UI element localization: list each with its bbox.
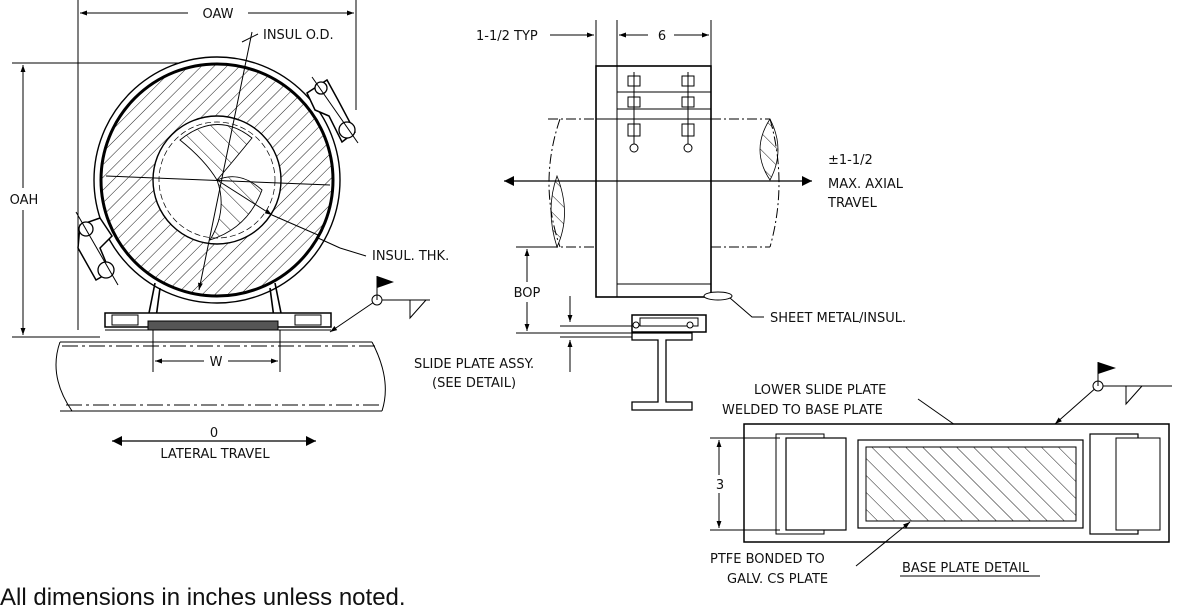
footer-note: All dimensions in inches unless noted. [0,584,406,609]
sheet-metal-label: SHEET METAL/INSUL. [770,311,906,326]
end-view: OAW OAH [6,0,449,462]
clamp-ear-right [306,76,359,144]
ptfe-label-2: GALV. CS PLATE [727,572,828,587]
bop-label: BOP [514,286,541,301]
insul-od-label: INSUL O.D. [263,28,334,43]
typ-dim-label: 1-1/2 TYP [476,29,538,44]
lower-slide-label-1: LOWER SLIDE PLATE [754,383,886,398]
axial-travel-value: ±1-1/2 [828,153,873,168]
oaw-label: OAW [202,7,233,22]
base-plate-detail-title: BASE PLATE DETAIL [902,561,1030,576]
lateral-travel-label: LATERAL TRAVEL [160,447,270,462]
ptfe-label-1: PTFE BONDED TO [710,552,825,567]
clamp-ear-left [75,211,119,286]
lower-slide-label-2: WELDED TO BASE PLATE [722,403,883,418]
three-dim-label: 3 [716,478,724,493]
slide-plate-label-2: (SEE DETAIL) [432,376,516,391]
axial-travel-label-2: TRAVEL [827,196,878,211]
axial-travel-label-1: MAX. AXIAL [828,177,904,192]
base-plate-detail: LOWER SLIDE PLATE WELDED TO BASE PLATE 3… [710,362,1172,587]
oah-label: OAH [10,193,39,208]
side-view: 1-1/2 TYP 6 ±1-1/2 M [414,20,906,411]
lateral-travel-value: 0 [210,426,218,441]
insul-thk-label: INSUL. THK. [372,249,449,264]
bolts [627,72,695,153]
slide-plate-label-1: SLIDE PLATE ASSY. [414,357,534,372]
w-label: W [210,355,223,370]
i-beam [631,332,693,411]
width-dim-label: 6 [658,29,666,44]
